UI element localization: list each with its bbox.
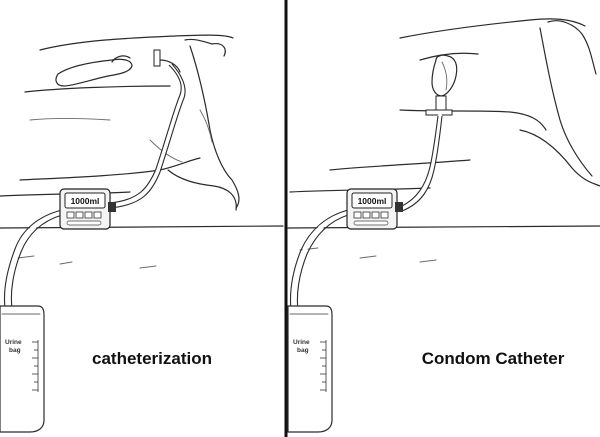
left-bed-shading: [17, 255, 157, 269]
right-meter-key-4: [380, 211, 389, 219]
right-bed-shading: [299, 247, 437, 263]
left-bag-label-line2: bag: [9, 347, 21, 354]
left-catheter-tube: [109, 64, 182, 204]
right-bag-label-line1: Urine: [293, 339, 310, 346]
right-meter-key-2: [362, 211, 371, 219]
left-bed-line: [0, 225, 284, 229]
right-catheter-tube: [401, 115, 439, 207]
left-catheter-connector: [153, 49, 161, 67]
left-bag-label-line1: Urine: [5, 339, 22, 346]
left-flow-meter: 1000ml: [59, 188, 116, 230]
right-urine-bag: Urine bag: [287, 305, 333, 433]
right-catheter-connector: [435, 95, 447, 111]
left-panel: 1000ml Urine bag catheteriz: [0, 34, 284, 433]
right-meter-reading: 1000ml: [358, 196, 387, 206]
right-meter-key-3: [371, 211, 380, 219]
left-meter-key-2: [75, 211, 84, 219]
left-caption: catheterization: [92, 349, 212, 368]
left-meter-reading: 1000ml: [71, 196, 100, 206]
right-panel: 1000ml Urine bag Condom Cat: [287, 18, 600, 433]
left-meter-key-4: [93, 211, 102, 219]
left-bag-scale: [32, 340, 39, 392]
right-meter-key-1: [353, 211, 362, 219]
left-meter-key-1: [66, 211, 75, 219]
left-meter-key-3: [84, 211, 93, 219]
right-condom-catheter: [431, 54, 458, 97]
left-urine-bag: Urine bag: [0, 305, 45, 433]
right-bed-line: [287, 225, 600, 229]
right-bag-scale: [320, 340, 327, 392]
right-flow-meter: 1000ml: [346, 188, 403, 230]
right-caption: Condom Catheter: [422, 349, 565, 368]
right-bag-label-line2: bag: [297, 347, 309, 354]
left-patient-sketch: [0, 34, 240, 211]
